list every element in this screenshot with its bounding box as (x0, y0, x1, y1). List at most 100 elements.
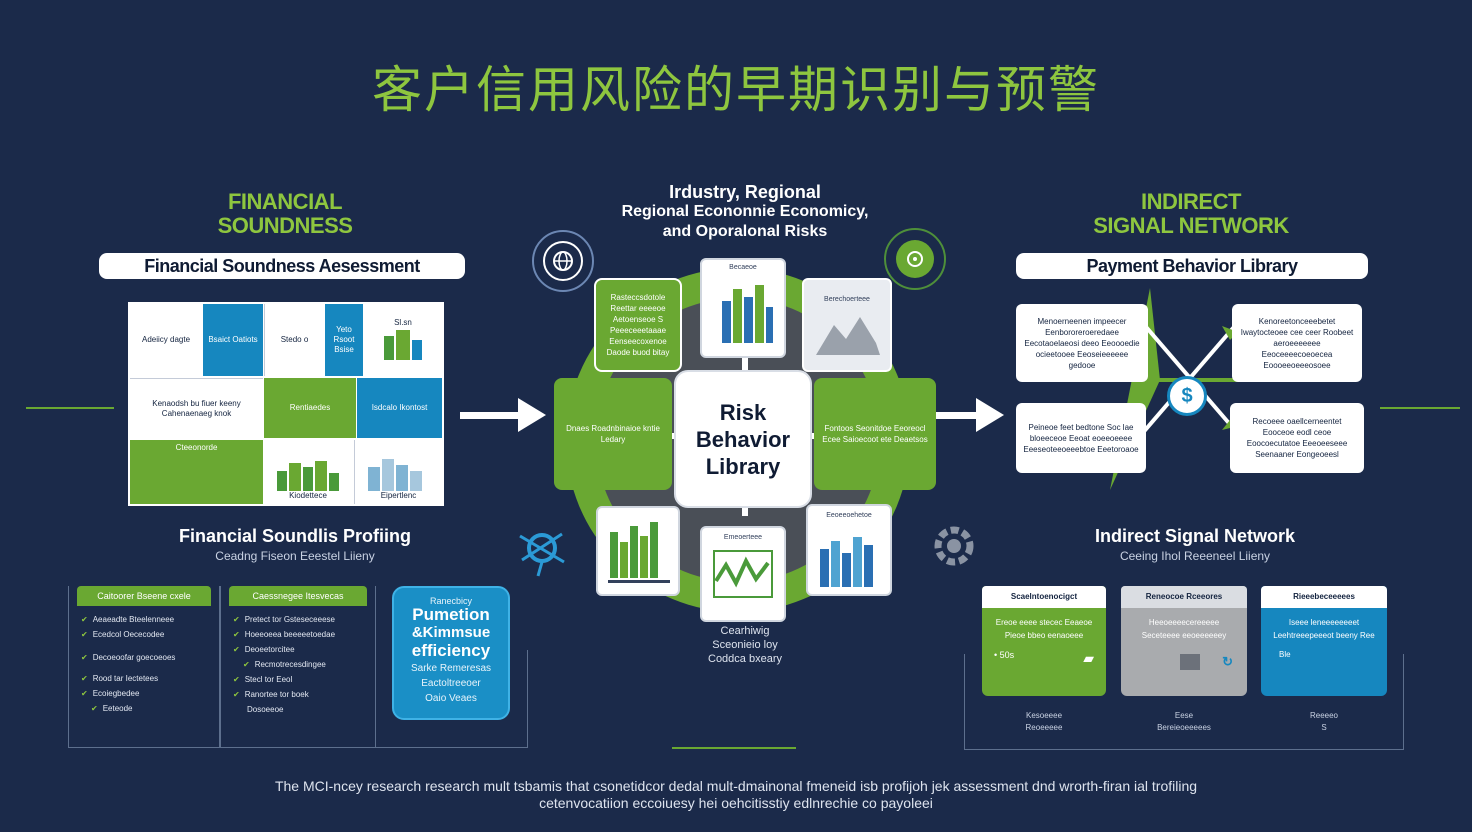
dollar-icon: $ (1167, 376, 1207, 416)
grid-cell: Bsaict Oatiots (203, 304, 263, 376)
profiling-title: Financial Soundlis Profiing (178, 526, 411, 546)
grid-cell: Adeiicy dagte (130, 304, 202, 376)
checklist-item-label: Dosoeeoe (247, 705, 284, 714)
checklist-item: ✔ Deoeetorcitee (233, 642, 363, 657)
arrow-right-icon (936, 398, 1004, 432)
grid-cell-chart: Kiodettece (264, 440, 352, 504)
globe-icon (532, 230, 594, 292)
metric-card-1: Scaelntoenocigct Ereoe eeee stecec Eeaeo… (982, 586, 1106, 696)
checklist-item-label: Deoeetorcitee (244, 645, 295, 654)
checklist-item-label: Rood tar Iectetees (92, 674, 159, 683)
efficiency-line: &Kimmsue (411, 624, 491, 641)
risk-heading: Irdustry, Regional Regional Econonnie Ec… (580, 182, 910, 242)
footer-line-1: The MCI-ncey research research mult tsba… (274, 778, 1198, 794)
heading-line: Regional Econonnie Economicy, (621, 203, 869, 220)
grid-cell-chart: Eipertlenc (354, 440, 442, 504)
metric-head: Scaelntoenocigct (982, 586, 1106, 608)
checklist-body: ✔Pretect tor Gsteseceeese ✔ Hoeeoeea beee… (221, 606, 375, 723)
card-icon (1180, 654, 1201, 670)
efficiency-line: Pumetion (412, 605, 490, 624)
checklist-item: ✔Ecoiegbedee (81, 686, 207, 701)
grid-cell: Kenaodsh bu fiuer keeny Cahenaenaeg knok (130, 378, 263, 438)
signal-box-bottom-left: Peineoe feet bedtone Soc lae bloeeceoe E… (1016, 403, 1146, 473)
check-icon: ✔ (233, 675, 240, 684)
chart-card-bottom: Emeoerteee (700, 526, 786, 622)
chart-card-label: Becaeoe (729, 264, 757, 271)
heading-line: and Oporalonal Risks (662, 223, 828, 240)
hub-box-top-left: Rasteccsdotole Reettar eeeeoe Aetoenseoe… (594, 278, 682, 372)
heading-line: SIGNAL NETWORK (1093, 213, 1289, 238)
financial-soundness-heading: FINANCIAL SOUNDNESS (180, 190, 390, 238)
signal-box-bottom-right: Recoeee oaellcerneentet Eooceoe eodl ceo… (1230, 403, 1364, 473)
bar-chart-icon (820, 537, 873, 587)
check-icon: ✔ (233, 690, 240, 699)
signal-box-top-left: Menoerneenen impeecer Eenbororeroeredaee… (1016, 304, 1148, 382)
grid-cell: Isdcalo Ikontost (357, 378, 442, 438)
checklist-item: ✔Pretect tor Gsteseceeese (233, 612, 363, 627)
chart-card-label: Eeoeeoehetoe (826, 512, 872, 519)
check-icon: ✔ (233, 615, 240, 624)
heading-line: SOUNDNESS (217, 213, 353, 238)
heading-line: INDIRECT (1141, 189, 1241, 214)
metric-footer-2: Eese Bereieoeeeees (1121, 710, 1247, 734)
right-divider-line (1380, 407, 1460, 409)
grid-cell-building: Sl.sn (364, 304, 442, 376)
checklist-item: ✔ Hoeeoeea beeeeetoedae (233, 627, 363, 642)
assessment-grid: Adeiicy dagte Bsaict Oatiots Stedo o Yet… (128, 302, 444, 506)
car-icon: ▰ (1083, 650, 1094, 666)
checklist-head: Caessnegee Itesvecas (229, 586, 367, 606)
metric-value: Ble (1279, 650, 1291, 659)
checklist-head: Caitoorer Bseene cxele (77, 586, 211, 606)
checklist-item-label: Hoeeoeea beeeeetoedae (244, 630, 336, 639)
check-icon: ✔ (233, 645, 240, 654)
checklist-item: Dosoeeoe (233, 702, 363, 717)
grid-cell-label: Kiodettece (289, 491, 327, 500)
check-icon: ✔ (81, 674, 88, 683)
indirect-signal-heading: INDIRECT SIGNAL NETWORK (1086, 190, 1296, 238)
checklist-item: ✔ Ecedcol Oececodee (81, 627, 207, 642)
profiling-caption: Ceadng Fiseon Eeestel Liieny (215, 549, 375, 563)
efficiency-detail: Eactoltreeoer (421, 678, 481, 689)
mountain-chart-icon (816, 317, 880, 355)
checklist-item-label: Aeaeadte Bteelenneee (92, 615, 175, 624)
target-icon (884, 228, 946, 290)
globe-glyph-icon (553, 251, 573, 271)
target-inner (896, 240, 934, 278)
check-icon: ✔ (81, 689, 88, 698)
building-icon (384, 330, 422, 360)
heading-line: FINANCIAL (227, 189, 343, 214)
metric-head: Rieeebeceeeees (1261, 586, 1387, 608)
chart-card-label: Emeoerteee (723, 534, 763, 541)
heading-line: Irdustry, Regional (669, 182, 821, 202)
checklist-item-label: Recmotrecesdingee (254, 660, 326, 669)
signal-box-top-right: Kenoreetonceeebetet Iwaytocteoee cee cee… (1232, 304, 1362, 382)
metric-card-2: Reneocoe Rceeores Heeoeeeecereeeee Secet… (1121, 586, 1247, 696)
hub-box-right: Fontoos Seonitdoe Eeoreocl Ecee Saioecoo… (814, 378, 936, 490)
efficiency-detail: Sarke Remeresas (410, 663, 492, 674)
metric-icon-row: ↻ (1121, 650, 1247, 674)
check-icon: ✔ (81, 630, 88, 639)
page-title: 客户信用风险的早期识别与预警 (372, 61, 1100, 119)
caption-line: Sceonieio loy (712, 639, 778, 651)
check-icon: ✔ (81, 653, 88, 662)
grid-cell: Yeto Rsoot Bsise (325, 304, 363, 376)
caption-line: Coddca bxeary (708, 653, 782, 665)
checklist-item-label: Stecl tor Eeol (244, 675, 293, 684)
metric-footer-line: Bereieoeeeees (1157, 723, 1211, 732)
checklist-item: ✔Ranortee tor boek (233, 687, 363, 702)
checklist-item: ✔ Rood tar Iectetees (81, 671, 207, 686)
checklist-card-2: Caessnegee Itesvecas ✔Pretect tor Gstese… (220, 586, 376, 748)
chart-card-topright: Berechoerteee (802, 278, 892, 372)
checklist-item-label: Decoeoofar goecoeoes (92, 653, 176, 662)
checklist-item-label: Ecedcol Oececodee (92, 630, 165, 639)
bar-chart-icon (722, 285, 773, 343)
metric-card-3: Rieeebeceeeees Iseee leneeeeeeeet Leehtr… (1261, 586, 1387, 696)
hub-line: Behavior (695, 426, 791, 452)
city-icon (277, 461, 339, 491)
check-icon: ✔ (233, 630, 240, 639)
line-chart-icon (713, 550, 773, 598)
card-frame (376, 650, 528, 748)
target-glyph-icon (907, 251, 923, 267)
metric-footer-1: Kesoeeee Reoeeeee (982, 710, 1106, 734)
hub-line: Risk (719, 399, 767, 425)
